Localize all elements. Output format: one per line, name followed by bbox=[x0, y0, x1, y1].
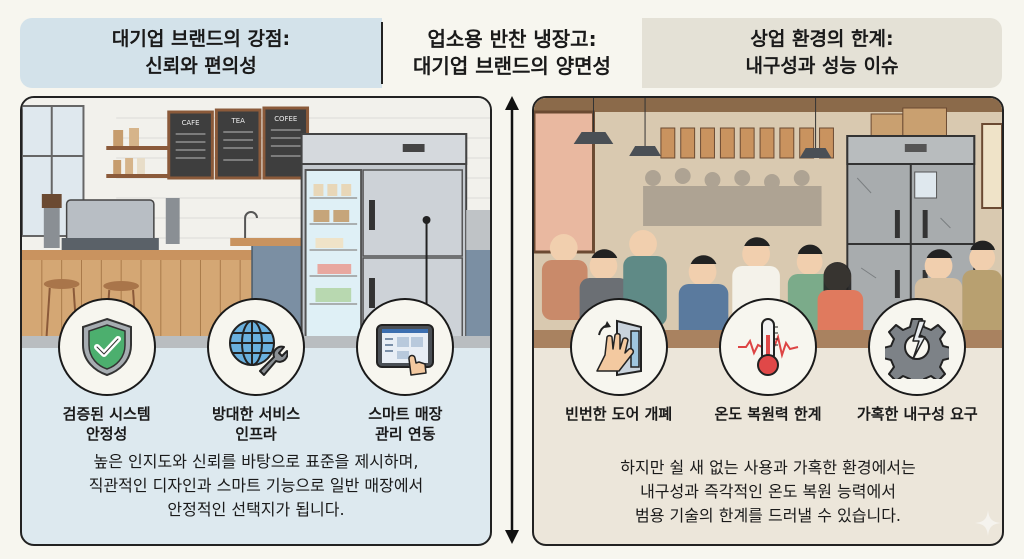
right-issue-icons: 빈번한 도어 개폐 온도 복원력 한계 bbox=[534, 298, 1002, 424]
thermometer-icon bbox=[718, 298, 817, 396]
sparkle-icon bbox=[975, 510, 1001, 536]
left-header-line1: 대기업 브랜드의 강점: bbox=[111, 28, 291, 50]
issue-label: 빈번한 도어 개폐 bbox=[565, 405, 673, 423]
issue-door-opening: 빈번한 도어 개폐 bbox=[544, 298, 693, 424]
globe-wrench-icon bbox=[206, 298, 305, 396]
header-divider-left bbox=[381, 22, 383, 84]
left-feature-icons: 검증된 시스템 안정성 방대한 서비스 인프라 bbox=[22, 298, 490, 444]
right-header-line1: 상업 환경의 한계: bbox=[750, 28, 894, 50]
door-hand-icon bbox=[569, 298, 668, 396]
issue-temperature-recovery: 온도 복원력 한계 bbox=[693, 298, 842, 424]
feature-label: 검증된 시스템 안정성 bbox=[62, 405, 151, 443]
issue-label: 온도 복원력 한계 bbox=[714, 405, 822, 423]
svg-text:COFEE: COFEE bbox=[274, 115, 297, 123]
left-header-line2: 신뢰와 편의성 bbox=[145, 55, 257, 77]
issue-label: 가혹한 내구성 요구 bbox=[856, 405, 978, 423]
double-arrow-icon bbox=[505, 96, 519, 544]
page-title-line2: 대기업 브랜드의 양면성 bbox=[413, 54, 611, 78]
feature-label: 스마트 매장 관리 연동 bbox=[368, 405, 443, 443]
svg-text:CAFE: CAFE bbox=[182, 119, 200, 127]
tablet-touch-icon bbox=[356, 298, 455, 396]
right-description: 하지만 쉴 새 없는 사용과 가혹한 환경에서는 내구성과 즉각적인 온도 복원… bbox=[620, 458, 916, 525]
svg-text:TEA: TEA bbox=[230, 117, 245, 125]
right-header-line2: 내구성과 성능 이슈 bbox=[745, 55, 899, 77]
left-panel: CAFE TEA COFEE bbox=[20, 96, 492, 546]
feature-service-infrastructure: 방대한 서비스 인프라 bbox=[181, 298, 330, 444]
feature-smart-store: 스마트 매장 관리 연동 bbox=[331, 298, 480, 444]
page-title: 업소용 반찬 냉장고: 대기업 브랜드의 양면성 bbox=[382, 18, 642, 88]
page-title-line1: 업소용 반찬 냉장고: bbox=[427, 27, 597, 51]
left-header: 대기업 브랜드의 강점: 신뢰와 편의성 bbox=[20, 18, 382, 88]
shield-check-icon bbox=[57, 298, 156, 396]
right-panel: 빈번한 도어 개폐 온도 복원력 한계 bbox=[532, 96, 1004, 546]
broken-gear-icon bbox=[868, 298, 967, 396]
issue-durability: 가혹한 내구성 요구 bbox=[843, 298, 992, 424]
left-description: 높은 인지도와 신뢰를 바탕으로 표준을 제시하며, 직관적인 디자인과 스마트… bbox=[88, 452, 424, 519]
feature-label: 방대한 서비스 인프라 bbox=[211, 405, 300, 443]
feature-system-stability: 검증된 시스템 안정성 bbox=[32, 298, 181, 444]
right-header: 상업 환경의 한계: 내구성과 성능 이슈 bbox=[642, 18, 1002, 88]
